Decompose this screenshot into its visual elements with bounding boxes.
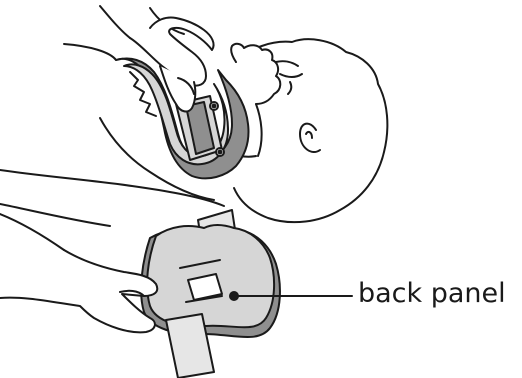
back-panel-label: back panel [358, 280, 506, 307]
back-panel [141, 210, 280, 378]
lower-hand [0, 214, 157, 332]
patient-head [226, 39, 387, 222]
